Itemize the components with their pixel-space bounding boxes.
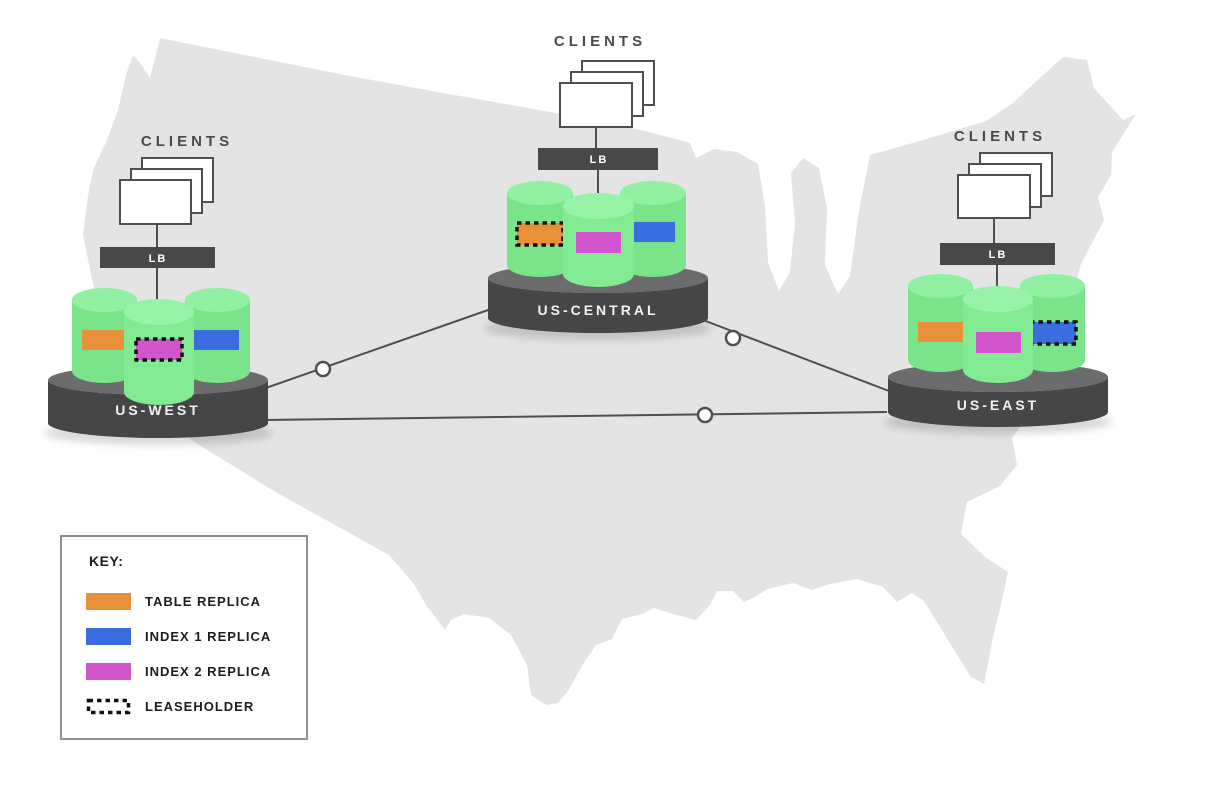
client-stack (957, 152, 1053, 219)
db-cylinder-top (908, 274, 973, 298)
client-card (957, 174, 1031, 219)
region-links (262, 308, 890, 424)
client-card (559, 82, 633, 128)
platform-side (888, 377, 1108, 427)
table-replica-swatch (86, 593, 131, 610)
legend-title: KEY: (89, 553, 124, 569)
region-us-east: CLIENTS LB (884, 128, 1112, 434)
index2-replica-leaseholder-bar (134, 337, 184, 362)
relay-node-west-central (314, 360, 332, 378)
db-node-left (507, 181, 573, 277)
index2-replica-bar (576, 232, 621, 253)
load-balancer-bar (100, 247, 215, 268)
load-balancer-label: LB (149, 253, 168, 265)
table-replica-bar (918, 322, 963, 342)
db-cylinder-top (72, 288, 137, 312)
platform-side (488, 278, 708, 333)
region-us-west: CLIENTS LB (44, 133, 272, 445)
legend-row-leaseholder: LEASEHOLDER (86, 698, 306, 715)
legend-box: KEY: TABLE REPLICA INDEX 1 REPLICA INDEX… (60, 535, 308, 740)
db-node-right (185, 288, 250, 383)
legend-label: TABLE REPLICA (145, 594, 262, 609)
table-replica-leaseholder-bar (515, 221, 565, 247)
clients-label: CLIENTS (954, 128, 1046, 145)
platform-side (48, 380, 268, 438)
region-label: US-WEST (115, 402, 201, 418)
load-balancer-bar (940, 243, 1055, 265)
db-node-left (72, 288, 137, 383)
clients-label: CLIENTS (141, 133, 233, 150)
load-balancer-label: LB (989, 249, 1008, 261)
leaseholder-swatch (86, 698, 131, 715)
client-stack (559, 60, 655, 128)
load-balancer-label: LB (590, 154, 609, 166)
legend-row-index2-replica: INDEX 2 REPLICA (86, 663, 306, 680)
db-node-center (124, 299, 194, 405)
relay-node-central-east (724, 329, 742, 347)
db-node-left (908, 274, 973, 372)
db-cylinder-top (620, 181, 686, 205)
db-cylinder-top (507, 181, 573, 205)
db-node-center (563, 193, 634, 287)
relay-node-west-east (696, 406, 714, 424)
index1-replica-bar (630, 222, 675, 242)
link-west-central (262, 308, 492, 390)
table-replica-bar (82, 330, 127, 350)
db-node-right (1020, 274, 1085, 372)
db-node-right (620, 181, 686, 277)
client-stack (119, 157, 214, 225)
region-us-central: CLIENTS LB (484, 33, 712, 340)
db-cylinder-top (963, 286, 1033, 312)
us-map-silhouette (83, 38, 1136, 705)
legend-label: LEASEHOLDER (145, 699, 255, 714)
index1-replica-bar (194, 330, 239, 350)
db-cylinder-top (1020, 274, 1085, 298)
legend-label: INDEX 1 REPLICA (145, 629, 272, 644)
legend-row-index1-replica: INDEX 1 REPLICA (86, 628, 306, 645)
index2-replica-swatch (86, 663, 131, 680)
db-node-center (963, 286, 1033, 383)
db-cylinder-top (124, 299, 194, 325)
link-west-east (262, 411, 888, 421)
client-card (119, 179, 192, 225)
legend-label: INDEX 2 REPLICA (145, 664, 272, 679)
db-cylinder-top (563, 193, 634, 219)
db-cylinder-top (185, 288, 250, 312)
region-label: US-CENTRAL (538, 302, 659, 318)
legend-row-table-replica: TABLE REPLICA (86, 593, 306, 610)
load-balancer-bar (538, 148, 658, 170)
region-label: US-EAST (957, 397, 1039, 413)
clients-label: CLIENTS (554, 33, 646, 50)
index1-replica-swatch (86, 628, 131, 645)
index1-replica-leaseholder-bar (1028, 320, 1078, 346)
index2-replica-bar (976, 332, 1021, 353)
